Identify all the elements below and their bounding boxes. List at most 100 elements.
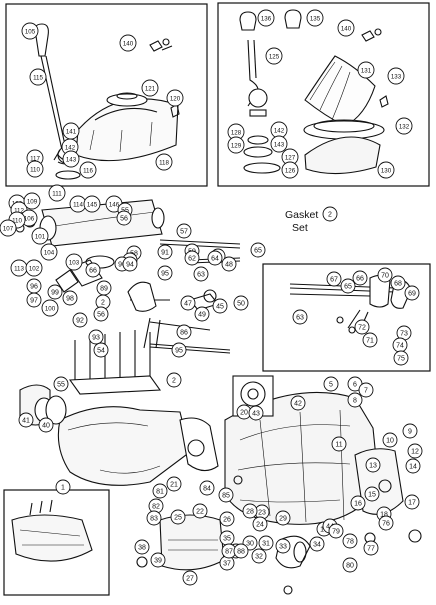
callout-number: 126 xyxy=(285,168,296,175)
callout-number: 68 xyxy=(394,281,402,288)
callout-number: 94 xyxy=(126,262,134,269)
callout-ml-111: 111 xyxy=(48,184,66,202)
callout-number: 76 xyxy=(382,521,390,528)
callout-bottom-38: 38 xyxy=(134,539,150,555)
callout-bottom-24: 24 xyxy=(252,516,268,532)
callout-number: 21 xyxy=(170,482,178,489)
callout-ml-92: 92 xyxy=(72,312,88,328)
callout-circle xyxy=(23,192,41,210)
callout-circle xyxy=(342,533,358,549)
callout-number: 102 xyxy=(29,266,40,273)
callout-circle xyxy=(275,510,291,526)
callout-circle xyxy=(387,67,405,85)
callout-circle xyxy=(25,259,43,277)
callout-circle xyxy=(141,79,159,97)
callout-circle xyxy=(166,89,184,107)
callout-bottom-22: 22 xyxy=(192,503,208,519)
gear-lever-assembly-early xyxy=(34,23,180,180)
callout-mr-70: 70 xyxy=(377,267,393,283)
callout-tr-140: 140 xyxy=(337,19,355,37)
callout-circle xyxy=(85,262,101,278)
callout-circle xyxy=(281,161,299,179)
callout-tl-115: 115 xyxy=(29,68,47,86)
callout-number: 62 xyxy=(188,256,196,263)
callout-bottom-39: 39 xyxy=(150,552,166,568)
callout-number: 84 xyxy=(203,486,211,493)
callout-circle xyxy=(212,298,228,314)
callout-ml-45: 45 xyxy=(212,298,228,314)
callout-number: 30 xyxy=(246,541,254,548)
callout-tr-135: 135 xyxy=(306,9,324,27)
callout-number: 89 xyxy=(100,286,108,293)
callout-number: 12 xyxy=(411,449,419,456)
callout-circle xyxy=(365,457,381,473)
callout-circle xyxy=(116,210,132,226)
callout-number: 22 xyxy=(196,509,204,516)
callout-ml-66: 66 xyxy=(85,262,101,278)
callout-ml-49: 49 xyxy=(194,306,210,322)
callout-circle xyxy=(251,548,267,564)
callout-ml-2: 2 xyxy=(166,372,182,388)
callout-circle xyxy=(93,306,109,322)
callout-circle xyxy=(176,223,192,239)
callout-ml-41: 41 xyxy=(18,412,34,428)
callout-number: 135 xyxy=(310,16,321,23)
callout-circle xyxy=(364,486,380,502)
callout-number: 82 xyxy=(152,504,160,511)
callout-circle xyxy=(40,243,58,261)
callout-bottom-27: 27 xyxy=(182,570,198,586)
callout-ml-65: 65 xyxy=(250,242,266,258)
callout-number: 140 xyxy=(341,26,352,33)
callout-number: 90 xyxy=(118,262,126,269)
gear-lever-assembly-late xyxy=(239,9,389,175)
callout-number: 18 xyxy=(380,512,388,519)
callout-circle xyxy=(347,392,363,408)
callout-number: 39 xyxy=(154,558,162,565)
callout-number: 92 xyxy=(76,318,84,325)
callout-ml-100: 100 xyxy=(41,299,59,317)
callout-number: 41 xyxy=(22,418,30,425)
callout-circle xyxy=(233,543,249,559)
callout-tl-141: 141 xyxy=(62,122,80,140)
callout-number: 13 xyxy=(369,463,377,470)
callout-circle xyxy=(265,47,283,65)
callout-number: 70 xyxy=(381,273,389,280)
callout-number: 121 xyxy=(145,86,156,93)
callout-circle xyxy=(119,34,137,52)
callout-tr-125: 125 xyxy=(265,47,283,65)
callout-number: 66 xyxy=(356,276,364,283)
callout-circle xyxy=(47,284,63,300)
callout-number: 38 xyxy=(138,545,146,552)
callout-number: 6 xyxy=(353,382,357,389)
callout-circle xyxy=(157,265,173,281)
callout-number: 133 xyxy=(391,74,402,81)
callout-circle xyxy=(219,511,235,527)
callout-circle xyxy=(393,350,409,366)
callout-number: 103 xyxy=(69,260,80,267)
callout-number: 128 xyxy=(231,130,242,137)
callout-number: 142 xyxy=(274,128,285,135)
gasket-set-label-line1: Gasket xyxy=(285,209,318,221)
callout-number: 29 xyxy=(279,516,287,523)
callout-ml-102: 102 xyxy=(25,259,43,277)
callout-circle xyxy=(0,219,17,237)
callout-circle xyxy=(407,443,423,459)
callout-circle xyxy=(275,538,291,554)
callout-bottom-76: 76 xyxy=(378,515,394,531)
callout-mr-67: 67 xyxy=(326,271,342,287)
callout-circle xyxy=(250,242,266,258)
callout-number: 35 xyxy=(223,536,231,543)
callout-tr-136: 136 xyxy=(257,9,275,27)
callout-number: 14 xyxy=(409,464,417,471)
callout-circle xyxy=(248,405,264,421)
callout-number: 131 xyxy=(361,68,372,75)
callout-circle xyxy=(79,161,97,179)
callout-mr-68: 68 xyxy=(390,275,406,291)
callout-tl-110: 110 xyxy=(26,160,44,178)
callout-circle xyxy=(199,480,215,496)
callout-ml-40: 40 xyxy=(38,417,54,433)
callout-circle xyxy=(83,195,101,213)
callout-number: 47 xyxy=(184,301,192,308)
